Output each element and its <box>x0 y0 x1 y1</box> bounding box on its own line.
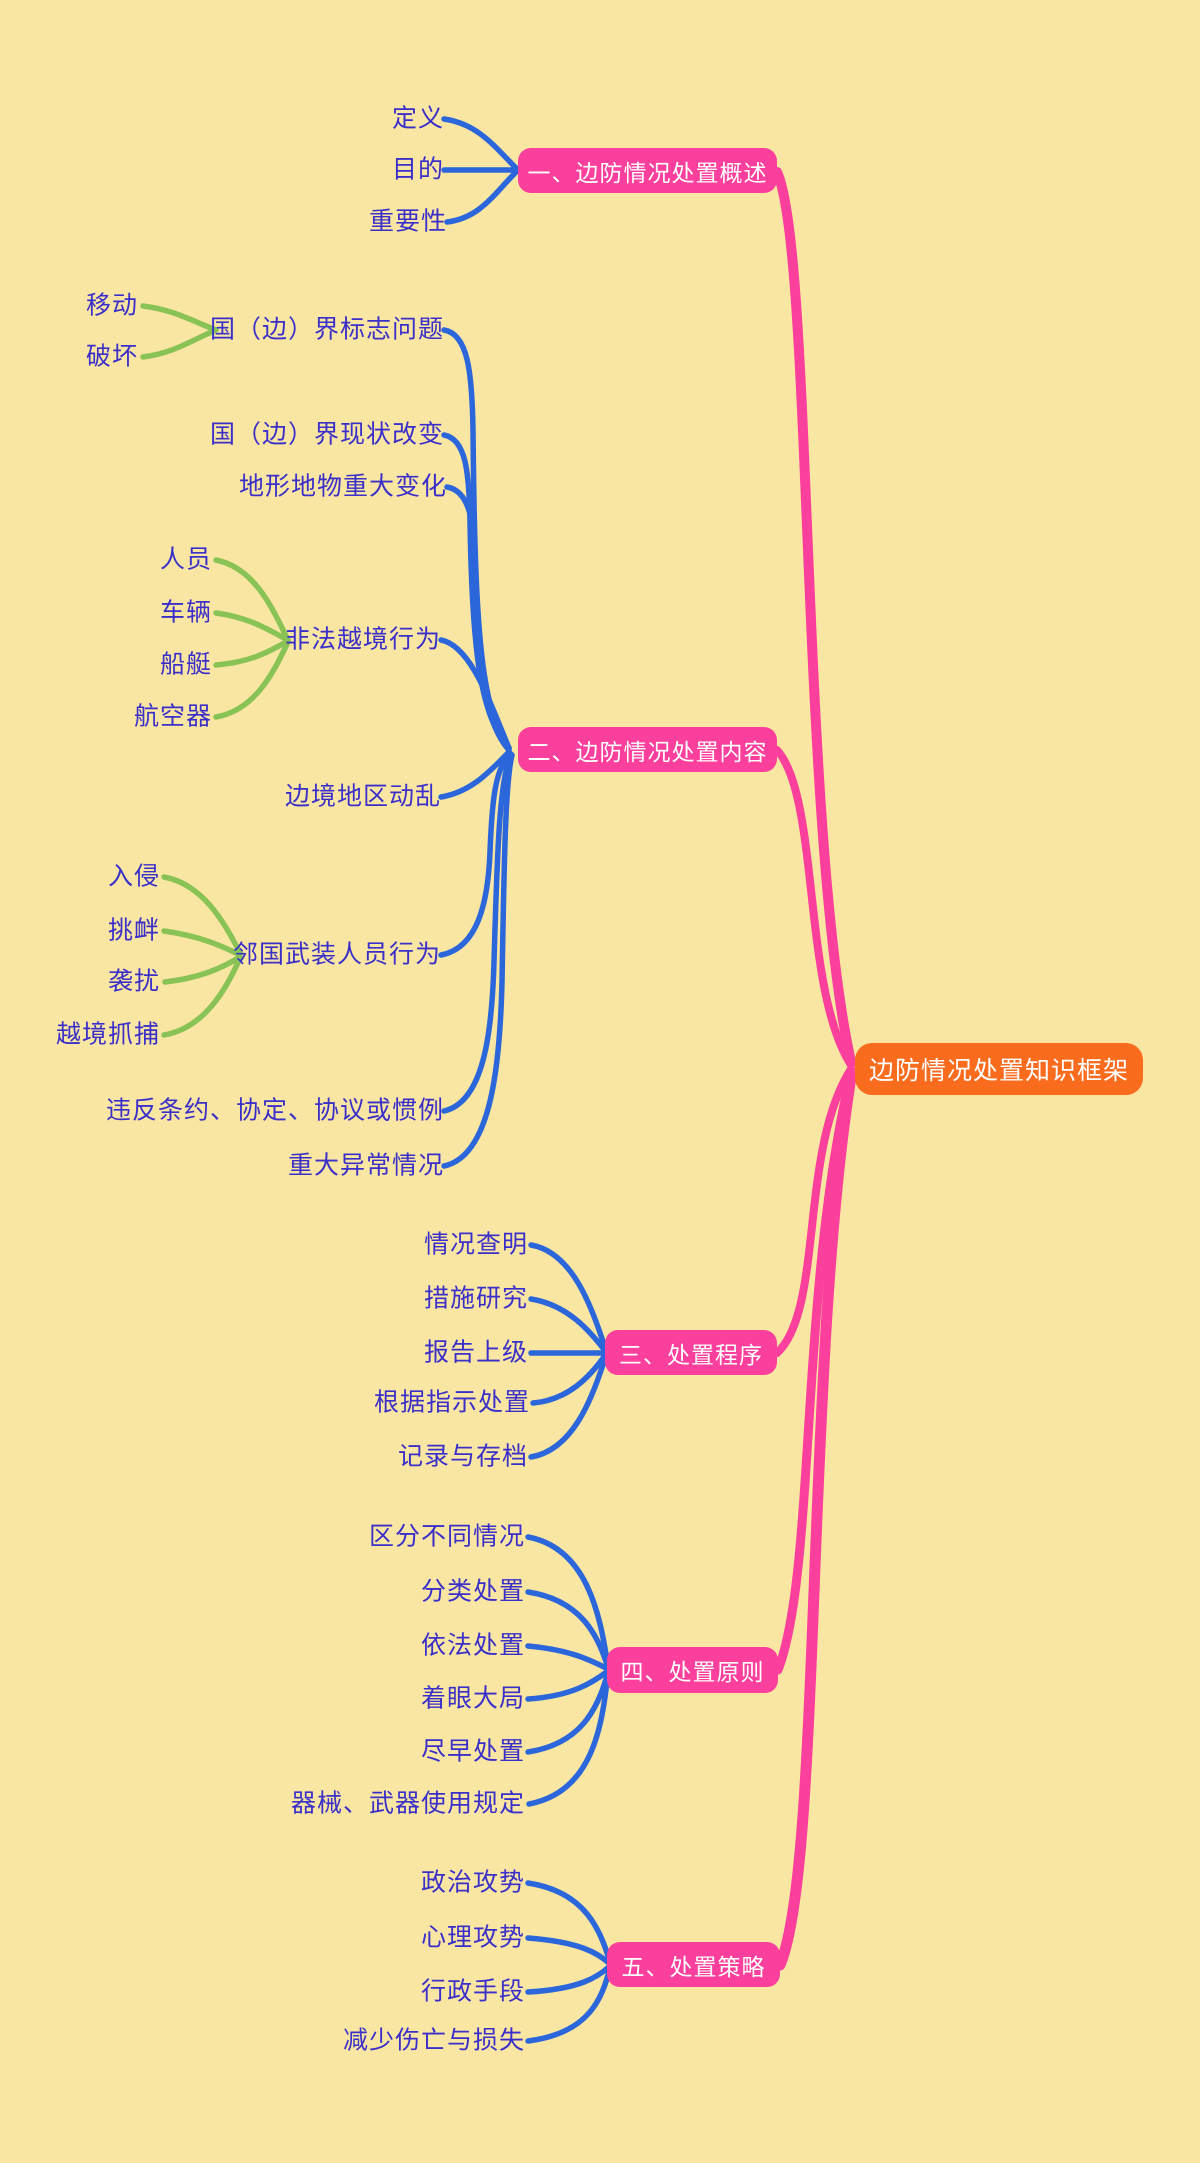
label-invasion[interactable]: 入侵 <box>107 862 160 891</box>
connector-procedure-archive <box>528 1352 609 1460</box>
connector-armed-provocation <box>161 928 243 958</box>
connector-marker-move <box>140 303 219 333</box>
label-damage[interactable]: 破坏 <box>85 342 138 371</box>
connector-crossing-personnel <box>213 557 291 643</box>
connector-overview-definition <box>441 116 519 171</box>
label-record-archive[interactable]: 记录与存档 <box>397 1442 528 1471</box>
branch-node-procedure[interactable]: 三、处置程序 <box>605 1330 777 1375</box>
label-harassment[interactable]: 袭扰 <box>107 967 160 996</box>
connector-root-procedure <box>773 1065 855 1357</box>
connector-principles-weapon-rules <box>526 1670 611 1807</box>
branch-node-principles[interactable]: 四、处置原则 <box>607 1647 778 1693</box>
label-weapon-rules[interactable]: 器械、武器使用规定 <box>290 1789 525 1818</box>
connector-principles-distinguish <box>525 1534 611 1670</box>
label-classified-handling[interactable]: 分类处置 <box>420 1577 525 1606</box>
connector-root-content <box>773 746 855 1069</box>
root-node[interactable]: 边防情况处置知识框架 <box>855 1043 1143 1095</box>
connector-crossing-boat <box>213 638 291 668</box>
label-personnel[interactable]: 人员 <box>159 545 212 574</box>
connector-crossing-aircraft <box>213 639 291 720</box>
label-purpose[interactable]: 目的 <box>391 155 444 184</box>
label-handle-by-instruction[interactable]: 根据指示处置 <box>373 1388 530 1417</box>
label-major-abnormal[interactable]: 重大异常情况 <box>287 1151 444 1180</box>
label-admin-means[interactable]: 行政手段 <box>420 1977 525 2006</box>
label-big-picture[interactable]: 着眼大局 <box>420 1684 525 1713</box>
connector-procedure-instruction <box>530 1351 609 1406</box>
connector-root-overview <box>772 167 856 1067</box>
connector-marker-damage <box>140 327 219 360</box>
connector-armed-invasion <box>161 874 243 956</box>
label-definition[interactable]: 定义 <box>391 104 444 133</box>
connector-content-neighbor-armed <box>438 750 513 958</box>
connector-procedure-verify <box>528 1242 609 1354</box>
label-aircraft[interactable]: 航空器 <box>133 702 212 731</box>
label-distinguish-situations[interactable]: 区分不同情况 <box>368 1522 525 1551</box>
label-vehicle[interactable]: 车辆 <box>159 598 212 627</box>
branch-node-content[interactable]: 二、边防情况处置内容 <box>518 727 777 772</box>
label-treaty-violation[interactable]: 违反条约、协定、协议或惯例 <box>105 1096 444 1125</box>
label-border-unrest[interactable]: 边境地区动乱 <box>284 782 441 811</box>
connector-root-principles <box>773 1068 856 1675</box>
connector-strategy-political <box>525 1880 613 1965</box>
connector-content-terrain-change <box>444 484 512 753</box>
connector-principles-bigpicture <box>525 1668 611 1702</box>
connector-content-major-abnormal <box>441 752 515 1169</box>
connector-content-border-marker <box>441 327 512 751</box>
label-terrain-major-change[interactable]: 地形地物重大变化 <box>238 472 447 501</box>
connector-strategy-psych <box>525 1935 613 1967</box>
connector-content-treaty-violation <box>441 751 514 1114</box>
label-report-superior[interactable]: 报告上级 <box>423 1338 528 1367</box>
label-cross-border-capture[interactable]: 越境抓捕 <box>55 1020 160 1049</box>
connector-root-strategy <box>774 1071 857 1971</box>
connector-crossing-vehicle <box>213 610 291 643</box>
label-boat[interactable]: 船艇 <box>159 650 212 679</box>
label-illegal-crossing[interactable]: 非法越境行为 <box>284 625 441 654</box>
label-border-marker-issues[interactable]: 国（边）界标志问题 <box>209 315 444 344</box>
connector-principles-classified <box>525 1589 611 1671</box>
label-lawful-handling[interactable]: 依法处置 <box>420 1631 525 1660</box>
connector-overview-importance <box>444 169 519 225</box>
label-psych-offensive[interactable]: 心理攻势 <box>420 1923 525 1952</box>
connector-principles-lawful <box>525 1643 611 1672</box>
label-early-handling[interactable]: 尽早处置 <box>420 1737 525 1766</box>
label-importance[interactable]: 重要性 <box>368 207 447 236</box>
connector-strategy-admin <box>525 1963 613 1995</box>
connector-armed-capture <box>161 955 243 1038</box>
connector-armed-harassment <box>162 954 243 985</box>
connector-strategy-losses <box>525 1965 613 2044</box>
label-provocation[interactable]: 挑衅 <box>107 916 160 945</box>
label-neighbor-armed-behavior[interactable]: 邻国武装人员行为 <box>232 940 441 969</box>
branch-node-strategy[interactable]: 五、处置策略 <box>607 1942 780 1987</box>
connector-procedure-research <box>528 1296 609 1355</box>
connector-content-illegal-crossing <box>438 637 512 751</box>
label-border-status-change[interactable]: 国（边）界现状改变 <box>209 420 444 449</box>
branch-node-overview[interactable]: 一、边防情况处置概述 <box>518 148 777 193</box>
label-move[interactable]: 移动 <box>85 291 138 320</box>
label-political-offensive[interactable]: 政治攻势 <box>420 1868 525 1897</box>
label-situation-verify[interactable]: 情况查明 <box>423 1230 528 1259</box>
label-reduce-losses[interactable]: 减少伤亡与损失 <box>342 2026 525 2055</box>
label-measure-research[interactable]: 措施研究 <box>423 1284 528 1313</box>
